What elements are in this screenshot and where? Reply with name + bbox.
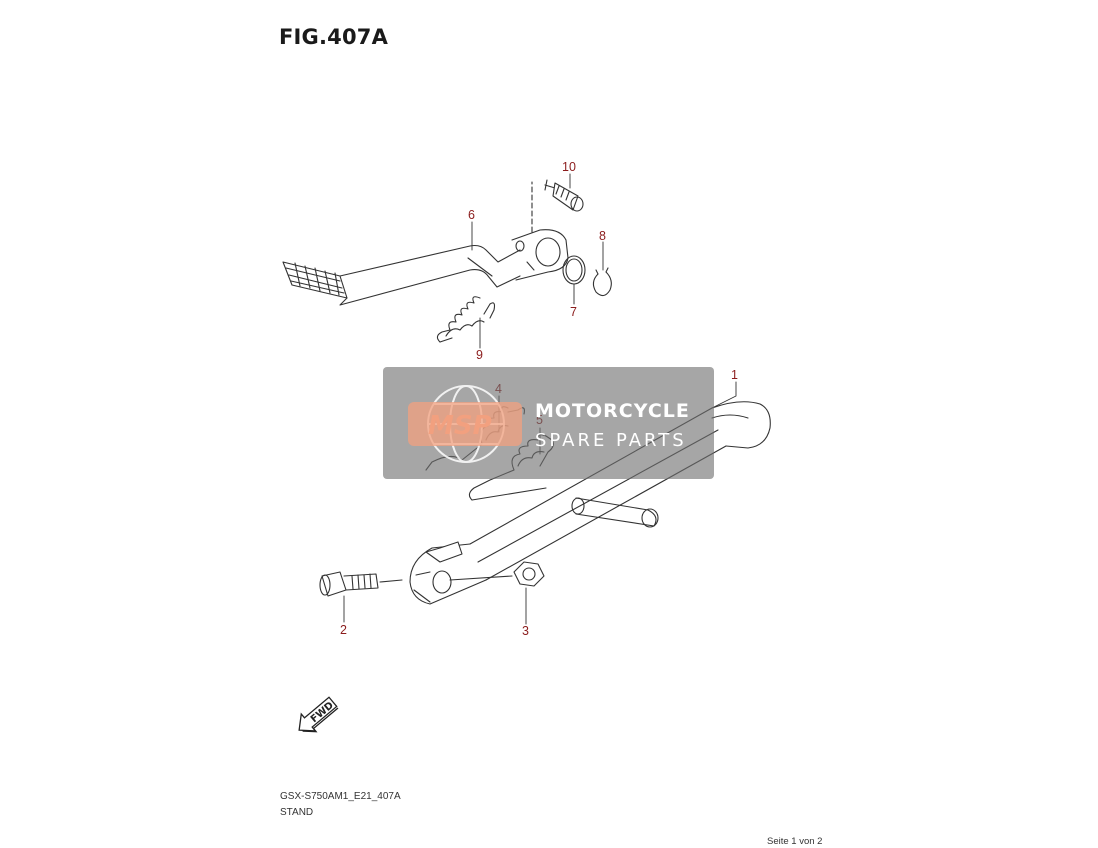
fwd-arrow-icon: FWD — [298, 696, 339, 733]
watermark-logo-badge — [408, 402, 522, 446]
callout-10: 10 — [562, 160, 576, 174]
part-8-circlip[interactable] — [592, 267, 612, 297]
callout-8: 8 — [599, 229, 606, 243]
part-7-washer[interactable] — [562, 255, 586, 285]
part-3-nut[interactable] — [449, 561, 545, 587]
callout-9: 9 — [476, 348, 483, 362]
callout-3: 3 — [522, 624, 529, 638]
watermark: MSP MOTORCYCLE SPARE PARTS — [383, 367, 714, 479]
section-name: STAND — [280, 807, 314, 818]
figure-title: FIG.407A — [279, 25, 389, 49]
part-9-spring[interactable] — [436, 296, 496, 343]
page-indicator: Seite 1 von 2 — [767, 836, 823, 847]
model-code: GSX-S750AM1_E21_407A — [280, 791, 401, 802]
part-6-pedal[interactable] — [282, 229, 569, 306]
part-2-bolt[interactable] — [319, 571, 403, 597]
callout-1: 1 — [731, 368, 738, 382]
watermark-logo-text: MSP — [428, 411, 492, 441]
watermark-line2: SPARE PARTS — [535, 430, 687, 451]
watermark-line1: MOTORCYCLE — [535, 400, 690, 422]
callout-leaders — [343, 173, 737, 625]
part-10-pin[interactable] — [544, 179, 584, 212]
callout-2: 2 — [340, 623, 347, 637]
callout-7: 7 — [570, 305, 577, 319]
callout-6: 6 — [468, 208, 475, 222]
